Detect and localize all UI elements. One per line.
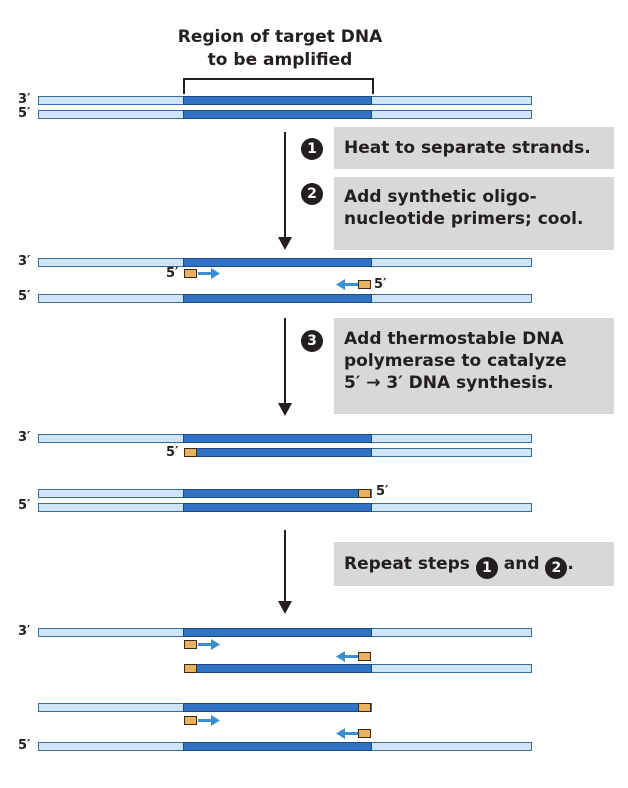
new-strand-target bbox=[196, 664, 372, 673]
step-3-text-line3: 5′ → 3′ DNA synthesis. bbox=[344, 373, 554, 393]
repeat-step-a-number: 1 bbox=[475, 557, 498, 579]
primer-extension-arrow-left bbox=[336, 651, 358, 662]
repeat-conjunction: and bbox=[503, 554, 540, 574]
step-2-text-line1: Add synthetic oligo- bbox=[344, 187, 537, 207]
target-region-bottom bbox=[183, 503, 372, 512]
label-5prime: 5′ bbox=[18, 106, 31, 121]
primer-5prime-label: 5′ bbox=[166, 266, 179, 281]
primer-forward bbox=[184, 716, 197, 725]
primer-forward bbox=[184, 269, 197, 278]
primer-extension-arrow-right bbox=[198, 639, 220, 650]
primer-extension-arrow-left bbox=[336, 728, 358, 739]
target-region-top bbox=[183, 628, 372, 637]
primer-reverse bbox=[358, 703, 371, 712]
process-arrowhead-2 bbox=[278, 403, 292, 416]
primer-5prime-label: 5′ bbox=[374, 277, 387, 292]
primer-5prime-label: 5′ bbox=[166, 445, 179, 460]
label-3prime: 3′ bbox=[18, 92, 31, 107]
target-region-bottom bbox=[183, 110, 372, 119]
process-arrow-3 bbox=[284, 530, 286, 601]
label-5prime: 5′ bbox=[18, 738, 31, 753]
target-region-bracket bbox=[183, 78, 374, 94]
repeat-steps-box: Repeat steps 1 and 2. bbox=[334, 542, 614, 586]
step-2-text-line2: nucleotide primers; cool. bbox=[344, 209, 584, 229]
process-arrow-2 bbox=[284, 318, 286, 403]
new-strand-target bbox=[196, 448, 372, 457]
step-3-text-line1: Add thermostable DNA bbox=[344, 329, 564, 349]
process-arrowhead-1 bbox=[278, 237, 292, 250]
step-1-box: Heat to separate strands. bbox=[334, 127, 614, 169]
primer-5prime-label: 5′ bbox=[376, 484, 389, 499]
target-region-top bbox=[183, 96, 372, 105]
label-5prime: 5′ bbox=[18, 498, 31, 513]
target-region-top bbox=[183, 258, 372, 267]
primer-reverse bbox=[358, 652, 371, 661]
repeat-suffix: . bbox=[567, 554, 574, 574]
target-region-bottom bbox=[183, 742, 372, 751]
primer-reverse bbox=[358, 729, 371, 738]
primer-extension-arrow-right bbox=[198, 268, 220, 279]
step-3-box: Add thermostable DNA polymerase to catal… bbox=[334, 318, 614, 414]
diagram-title-line2: to be amplified bbox=[207, 50, 353, 70]
primer-forward bbox=[184, 640, 197, 649]
step-1-text: Heat to separate strands. bbox=[344, 138, 591, 158]
label-3prime: 3′ bbox=[18, 430, 31, 445]
process-arrowhead-3 bbox=[278, 601, 292, 614]
label-5prime: 5′ bbox=[18, 289, 31, 304]
label-3prime: 3′ bbox=[18, 254, 31, 269]
new-strand-target bbox=[183, 703, 359, 712]
primer-extension-arrow-right bbox=[198, 715, 220, 726]
label-3prime: 3′ bbox=[18, 624, 31, 639]
target-region-bottom bbox=[183, 294, 372, 303]
repeat-prefix: Repeat steps bbox=[344, 554, 470, 574]
process-arrow-1 bbox=[284, 132, 286, 237]
primer-forward bbox=[184, 448, 197, 457]
step-1-number: 1 bbox=[301, 138, 323, 160]
step-2-number: 2 bbox=[301, 183, 323, 205]
repeat-step-b-number: 2 bbox=[545, 557, 568, 579]
step-3-text-line2: polymerase to catalyze bbox=[344, 351, 567, 371]
primer-forward bbox=[184, 664, 197, 673]
target-region-top bbox=[183, 434, 372, 443]
step-2-box: Add synthetic oligo- nucleotide primers;… bbox=[334, 177, 614, 250]
primer-reverse bbox=[358, 489, 371, 498]
primer-reverse bbox=[358, 280, 371, 289]
diagram-title-line1: Region of target DNA bbox=[177, 27, 383, 47]
primer-extension-arrow-left bbox=[336, 279, 358, 290]
new-strand-target bbox=[183, 489, 359, 498]
step-3-number: 3 bbox=[301, 330, 323, 352]
